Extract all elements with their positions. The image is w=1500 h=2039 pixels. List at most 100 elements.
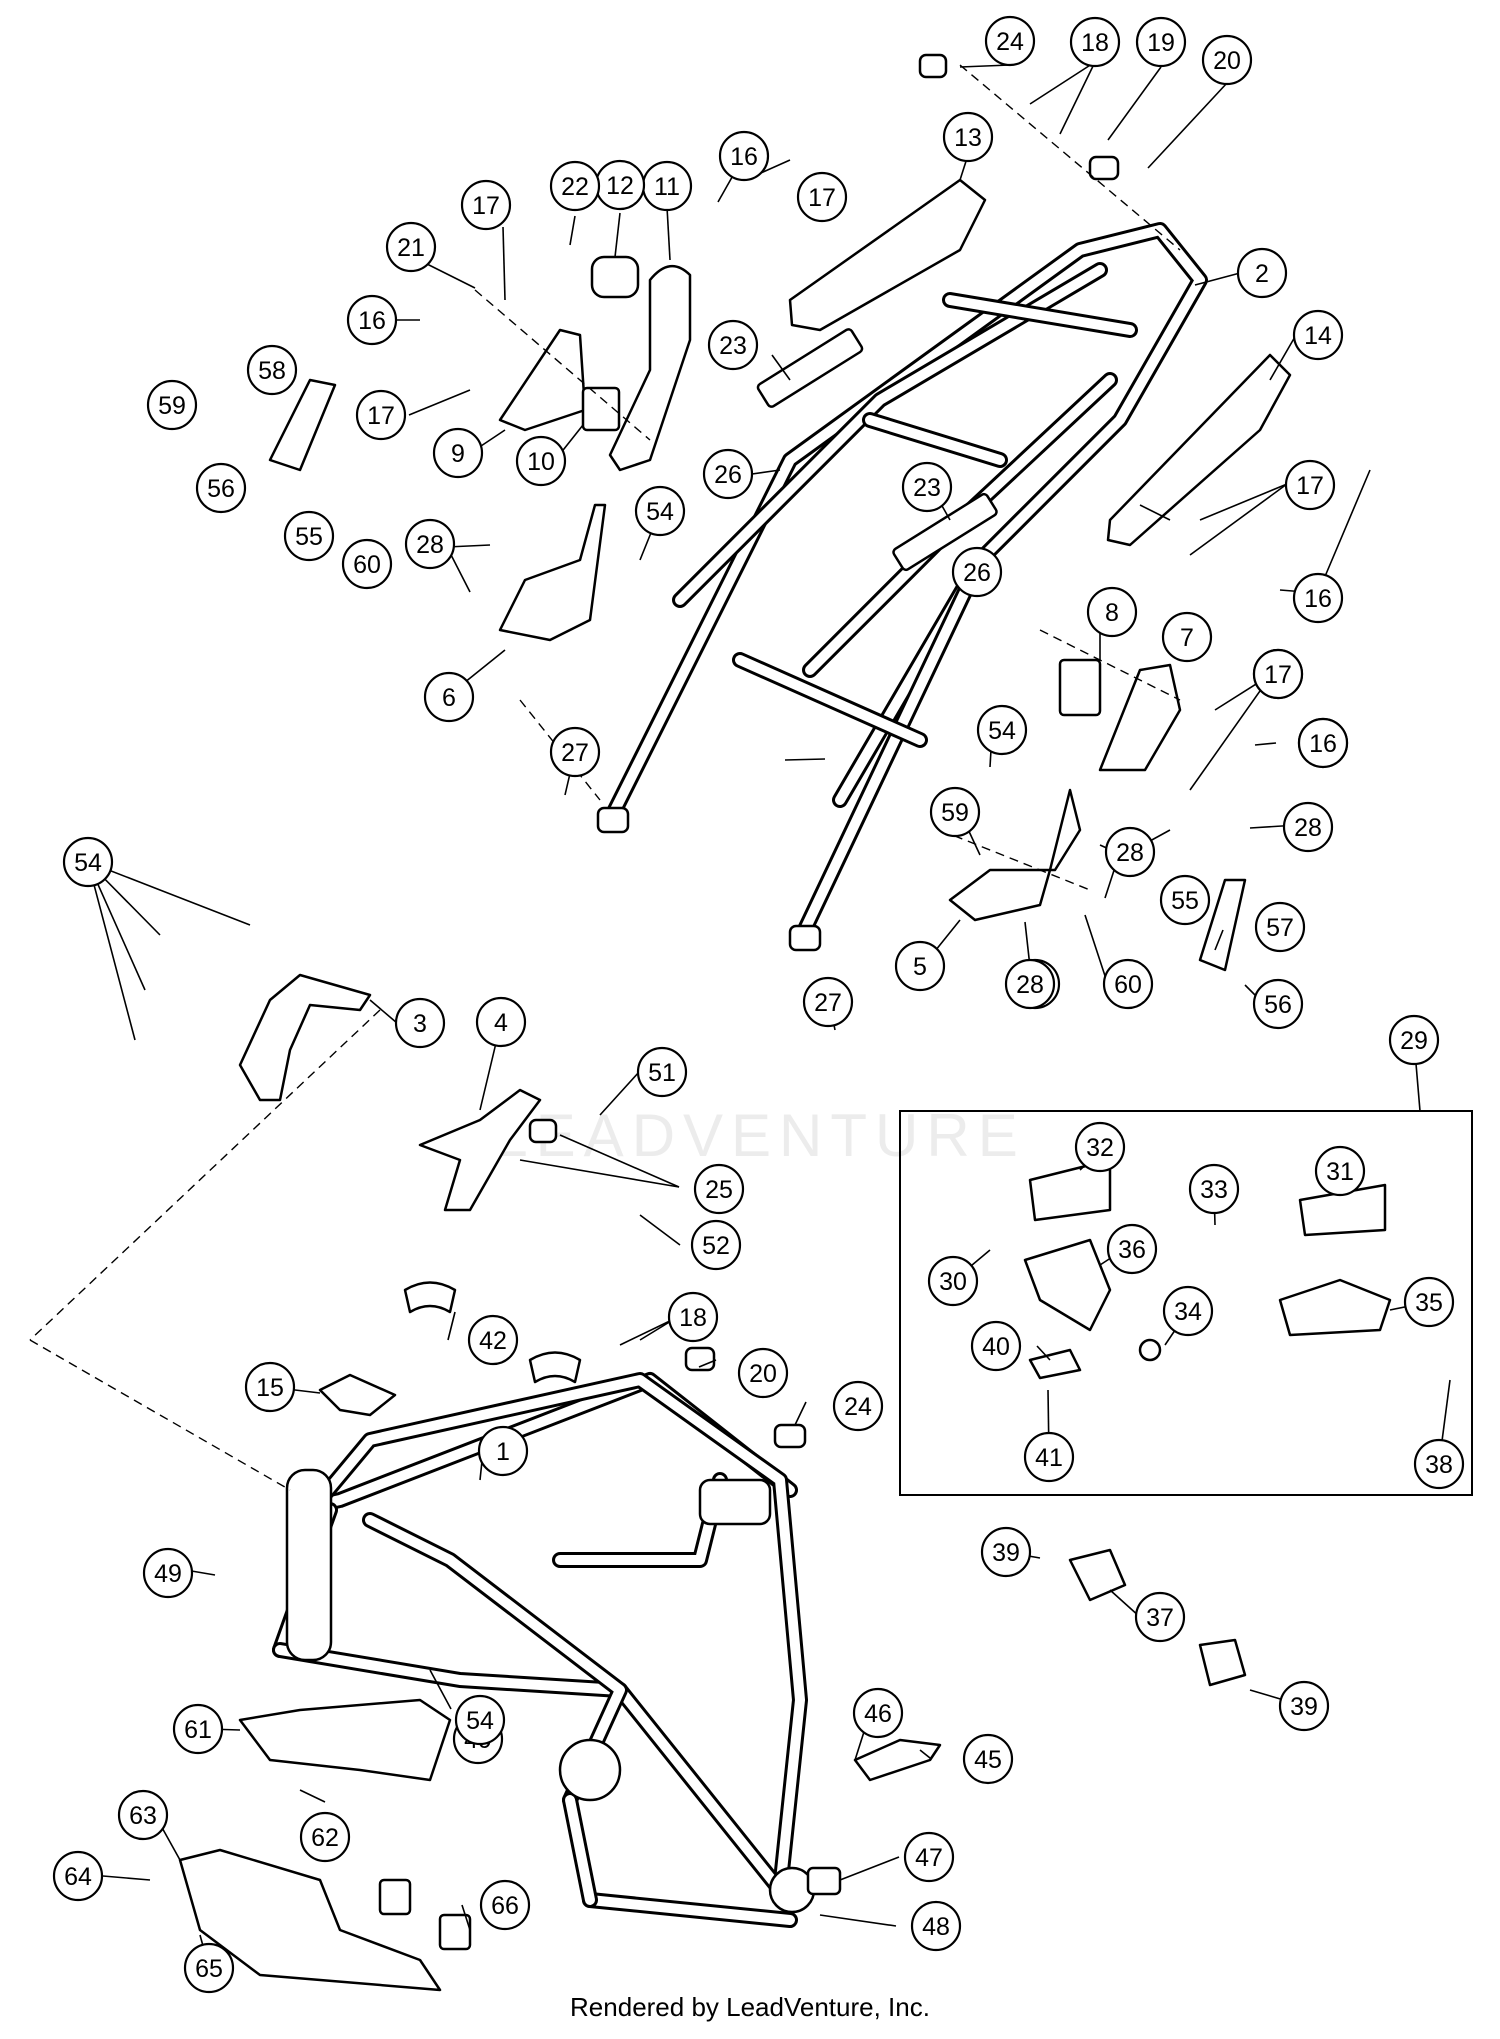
callout-28e: 28	[1004, 958, 1056, 1010]
chain-guide-45	[853, 1738, 942, 1782]
bracket-11	[608, 265, 692, 472]
callout-circle	[142, 1547, 194, 1599]
callout-number: 16	[730, 143, 758, 171]
callout-number: 49	[154, 1560, 182, 1588]
bracket-9	[498, 328, 587, 432]
callout-number: 32	[1086, 1134, 1114, 1162]
callout-circle	[394, 997, 446, 1049]
callout-37: 37	[1134, 1591, 1186, 1643]
callout-number: 2	[1255, 260, 1269, 288]
callout-number: 31	[1326, 1158, 1354, 1186]
callout-17c: 17	[355, 389, 407, 441]
callout-circle	[195, 462, 247, 514]
main-frame	[272, 1372, 816, 1928]
callout-circle	[1297, 717, 1349, 769]
callout-circle	[246, 344, 298, 396]
callout-number: 41	[1035, 1444, 1063, 1472]
callout-20b: 20	[737, 1347, 789, 1399]
callout-number: 65	[195, 1955, 223, 1983]
callout-number: 23	[719, 332, 747, 360]
callout-34: 34	[1162, 1285, 1214, 1337]
callout-circle	[1159, 874, 1211, 926]
callout-number: 17	[472, 192, 500, 220]
callout-number: 15	[256, 1374, 284, 1402]
callout-number: 37	[1146, 1604, 1174, 1632]
callout-circle	[475, 996, 527, 1048]
rear-subframe	[596, 222, 1208, 952]
footpeg-36	[1023, 1238, 1112, 1332]
callout-circle	[385, 221, 437, 273]
cover-7	[1098, 663, 1182, 772]
footpeg-35	[1278, 1278, 1392, 1337]
bumper-47	[806, 1866, 842, 1896]
callout-17f: 17	[1252, 648, 1304, 700]
callout-circle	[1102, 958, 1154, 1010]
rail-23a	[756, 328, 864, 408]
callout-circle	[980, 1526, 1032, 1578]
callout-number: 8	[1105, 599, 1119, 627]
callout-circle	[460, 179, 512, 231]
callout-number: 55	[1171, 887, 1199, 915]
callout-number: 58	[258, 357, 286, 385]
callout-33: 33	[1188, 1163, 1240, 1215]
callout-9: 9	[432, 427, 484, 479]
callout-26b: 26	[951, 546, 1003, 598]
callout-3: 3	[394, 997, 446, 1049]
bracket-15	[318, 1373, 397, 1417]
callout-number: 64	[64, 1863, 92, 1891]
callout-circle	[283, 510, 335, 562]
callout-26a: 26	[702, 448, 754, 500]
block-8	[1058, 658, 1102, 717]
callout-circle	[1069, 16, 1121, 68]
callout-number: 19	[1147, 29, 1175, 57]
callout-number: 60	[1114, 971, 1142, 999]
callout-6: 6	[423, 671, 475, 723]
callout-49a: 49	[142, 1547, 194, 1599]
callout-35: 35	[1403, 1276, 1455, 1328]
callout-circle	[1135, 16, 1187, 68]
callout-28b: 28	[1104, 826, 1156, 878]
callout-18b: 18	[667, 1291, 719, 1343]
callout-circle	[1004, 958, 1056, 1010]
callout-number: 56	[207, 475, 235, 503]
callout-42: 42	[467, 1314, 519, 1366]
bracket-37b	[1198, 1638, 1247, 1687]
callout-circle	[667, 1291, 719, 1343]
callout-62: 62	[299, 1811, 351, 1863]
callout-15: 15	[244, 1361, 296, 1413]
callout-circle	[1413, 1438, 1465, 1490]
footer-credit: Rendered by LeadVenture, Inc.	[570, 1992, 930, 2022]
callout-circle	[1106, 1223, 1158, 1275]
callout-circle	[1023, 1431, 1075, 1483]
callout-number: 33	[1200, 1176, 1228, 1204]
callout-number: 38	[1425, 1451, 1453, 1479]
callout-number: 11	[654, 173, 680, 201]
callout-circle	[832, 1380, 884, 1432]
mount-4	[418, 1088, 542, 1212]
callout-56a: 56	[195, 462, 247, 514]
callout-number: 17	[367, 402, 395, 430]
callout-36: 36	[1106, 1223, 1158, 1275]
callout-59b: 59	[929, 786, 981, 838]
callout-number: 9	[451, 440, 465, 468]
callout-number: 35	[1415, 1289, 1443, 1317]
callout-number: 18	[679, 1304, 707, 1332]
callout-30: 30	[927, 1255, 979, 1307]
bushing-25	[528, 1118, 558, 1144]
callout-circle	[1188, 1163, 1240, 1215]
callout-14: 14	[1292, 309, 1344, 361]
callout-circle	[172, 1703, 224, 1755]
callout-number: 20	[1213, 47, 1241, 75]
callout-number: 62	[311, 1824, 339, 1852]
callout-number: 3	[413, 1010, 427, 1038]
callout-17b: 17	[460, 179, 512, 231]
callout-57: 57	[1254, 901, 1306, 953]
callout-number: 26	[714, 461, 742, 489]
callout-circle	[852, 1687, 904, 1739]
callout-55b: 55	[1159, 874, 1211, 926]
callout-22: 22	[549, 160, 601, 212]
callout-59a: 59	[146, 379, 198, 431]
callout-circle	[432, 427, 484, 479]
callout-54d: 54	[454, 1694, 506, 1746]
callout-circle	[894, 940, 946, 992]
